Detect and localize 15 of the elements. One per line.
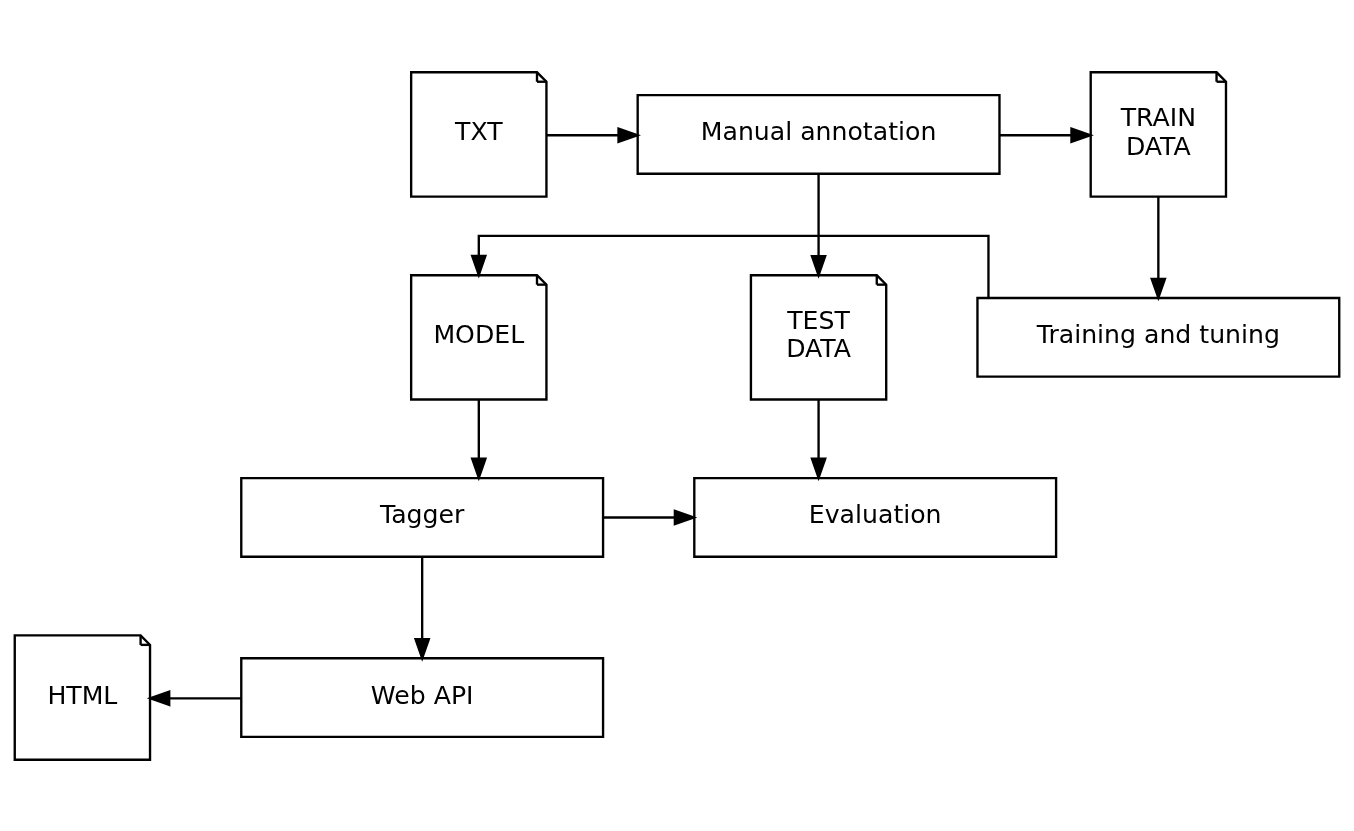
node-box: Evaluation [693,476,1058,558]
arrow [413,556,431,662]
arrow [1150,196,1167,301]
node-box: Web API [240,656,605,738]
arrow [603,508,698,526]
arrow [470,234,990,298]
arrow [810,399,827,481]
node-box: Tagger [240,476,605,558]
arrow [999,126,1094,143]
node-box: Manual annotation [636,93,1001,175]
arrow [146,689,241,707]
node-box: Training and tuning [976,296,1341,378]
arrow [470,399,488,481]
arrow [546,126,641,143]
arrow [810,173,827,279]
